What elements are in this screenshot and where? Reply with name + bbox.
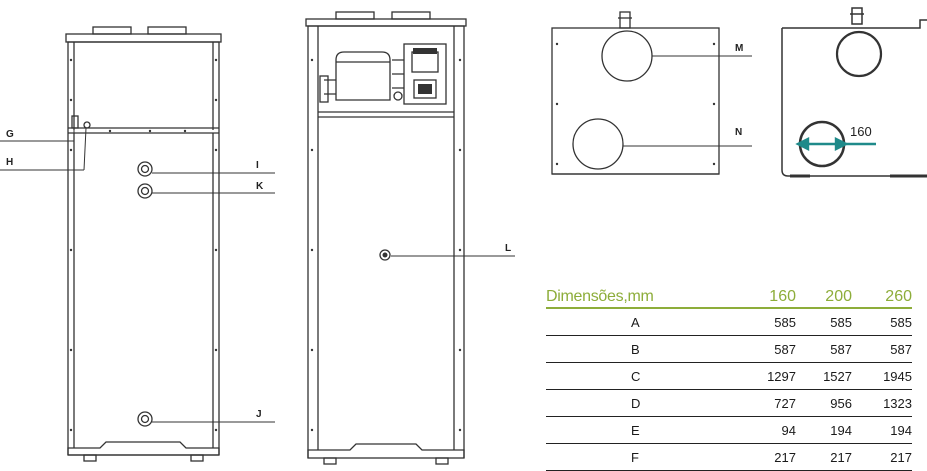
table-row: C 1297 1527 1945 bbox=[546, 362, 912, 390]
table-cell: 217 bbox=[726, 443, 796, 471]
table-cell: 194 bbox=[796, 416, 852, 444]
table-cell: 194 bbox=[852, 416, 912, 444]
callout-g: G bbox=[6, 129, 14, 140]
callout-i: I bbox=[256, 160, 259, 171]
callout-m: M bbox=[735, 43, 743, 54]
row-label: C bbox=[546, 362, 726, 390]
table-row: F 217 217 217 bbox=[546, 443, 912, 471]
row-label: B bbox=[546, 335, 726, 363]
dimensions-table: Dimensões,mm 160 200 260 A 585 585 585 B… bbox=[546, 288, 912, 471]
table-cell: 587 bbox=[852, 335, 912, 363]
table-cell: 585 bbox=[852, 308, 912, 336]
table-cell: 956 bbox=[796, 389, 852, 417]
callout-labels: G H I K J L M N bbox=[6, 43, 743, 420]
table-header-label: Dimensões,mm bbox=[546, 288, 726, 309]
callout-l: L bbox=[505, 243, 511, 254]
front-view-unit bbox=[305, 11, 467, 465]
table-row: A 585 585 585 bbox=[546, 308, 912, 336]
table-cell: 1297 bbox=[726, 362, 796, 390]
table-cell: 587 bbox=[726, 335, 796, 363]
table-row: E 94 194 194 bbox=[546, 416, 912, 444]
callout-j: J bbox=[256, 409, 262, 420]
table-cell: 1323 bbox=[852, 389, 912, 417]
table-cell: 1527 bbox=[796, 362, 852, 390]
table-cell: 1945 bbox=[852, 362, 912, 390]
callout-n: N bbox=[735, 127, 742, 138]
back-view-unit bbox=[65, 26, 222, 462]
back-view-rivets bbox=[69, 58, 218, 432]
table-row: D 727 956 1323 bbox=[546, 389, 912, 417]
table-cell: 585 bbox=[726, 308, 796, 336]
row-label: A bbox=[546, 308, 726, 336]
table-row: B 587 587 587 bbox=[546, 335, 912, 363]
top-view-rivets bbox=[555, 42, 716, 166]
front-view-details bbox=[310, 48, 462, 432]
top-view-ports bbox=[551, 11, 720, 175]
table-header-size: 160 bbox=[726, 288, 796, 309]
callout-leaders bbox=[0, 55, 752, 423]
callout-k: K bbox=[256, 181, 264, 192]
table-cell: 94 bbox=[726, 416, 796, 444]
table-header-row: Dimensões,mm 160 200 260 bbox=[546, 288, 912, 309]
row-label: E bbox=[546, 416, 726, 444]
diameter-label: 160 bbox=[850, 124, 872, 139]
callout-h: H bbox=[6, 157, 13, 168]
table-cell: 585 bbox=[796, 308, 852, 336]
diameter-arrow bbox=[795, 137, 876, 151]
table-cell: 587 bbox=[796, 335, 852, 363]
row-label: D bbox=[546, 389, 726, 417]
table-cell: 217 bbox=[796, 443, 852, 471]
table-cell: 217 bbox=[852, 443, 912, 471]
row-label: F bbox=[546, 443, 726, 471]
table-header-size: 260 bbox=[852, 288, 912, 309]
table-cell: 727 bbox=[726, 389, 796, 417]
top-view-diameter bbox=[781, 7, 927, 178]
table-header-size: 200 bbox=[796, 288, 852, 309]
